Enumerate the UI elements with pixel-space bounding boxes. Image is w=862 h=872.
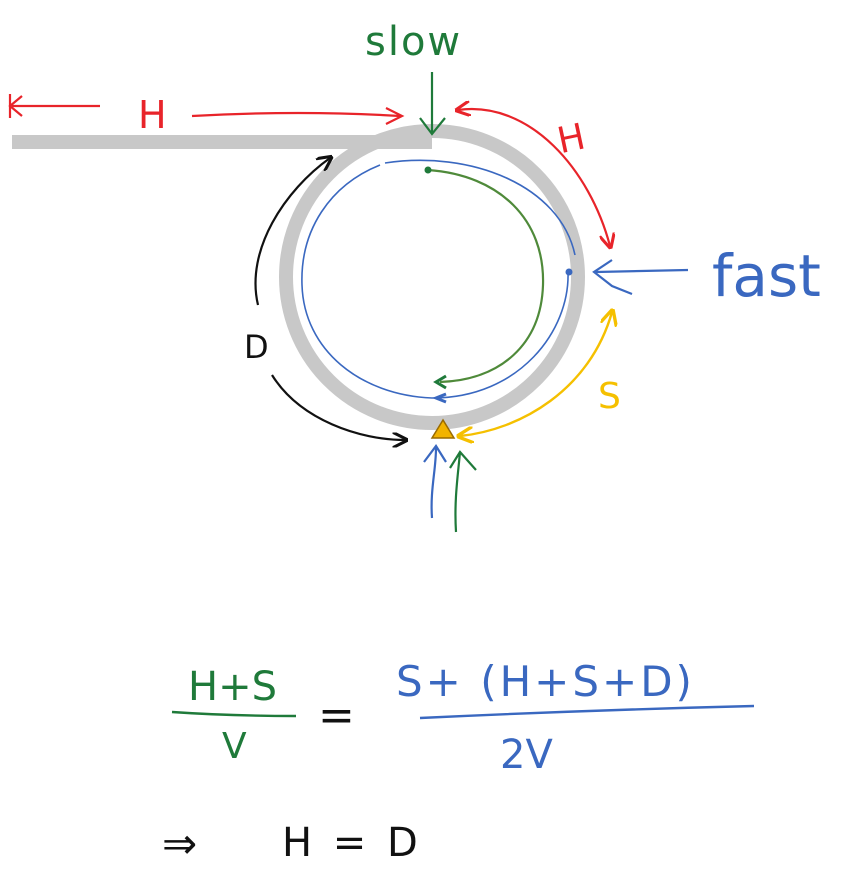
h-left-arrow-right: [191, 107, 405, 125]
slow-runner-path: [427, 168, 545, 384]
slow-runner-end-arrow: [433, 374, 447, 390]
fast-runner-path: [301, 164, 569, 399]
fast-runner-start-dot: [565, 268, 573, 276]
meeting-point-marker: [430, 418, 456, 439]
rhs-numerator: S+ (H+S+D): [396, 657, 695, 706]
fast-runner-end-arrow: [431, 392, 447, 404]
slow-label: slow: [365, 19, 462, 65]
lhs-numerator: H+S: [188, 664, 277, 710]
fast-runner-path-top: [384, 159, 576, 256]
slow-runner-start-dot: [424, 166, 432, 174]
slow-meet-arrow: [449, 450, 477, 533]
fast-meet-arrow: [423, 444, 447, 519]
equals-sign: =: [318, 690, 355, 741]
rhs-fraction-bar: [419, 704, 755, 720]
d-arc-lower: [271, 374, 405, 440]
result-equation: H = D: [282, 820, 422, 866]
h-left-label: H: [138, 93, 167, 137]
h-arc-arrow: [458, 109, 610, 246]
h-left-arrow-left: [8, 94, 100, 118]
d-label: D: [244, 328, 269, 366]
track-loop: [279, 124, 585, 430]
lhs-fraction-bar: [171, 710, 297, 718]
h-arc-label: H: [554, 116, 589, 162]
s-label: S: [598, 376, 621, 417]
implies-symbol: ⇒: [162, 819, 197, 868]
lhs-denominator: V: [222, 726, 247, 767]
fast-label: fast: [712, 242, 821, 310]
fast-arrow: [592, 259, 689, 296]
rhs-denominator: 2V: [500, 732, 553, 778]
s-arc-arrow: [460, 312, 612, 436]
slow-arrow: [419, 72, 446, 136]
d-arc-upper: [254, 158, 330, 306]
